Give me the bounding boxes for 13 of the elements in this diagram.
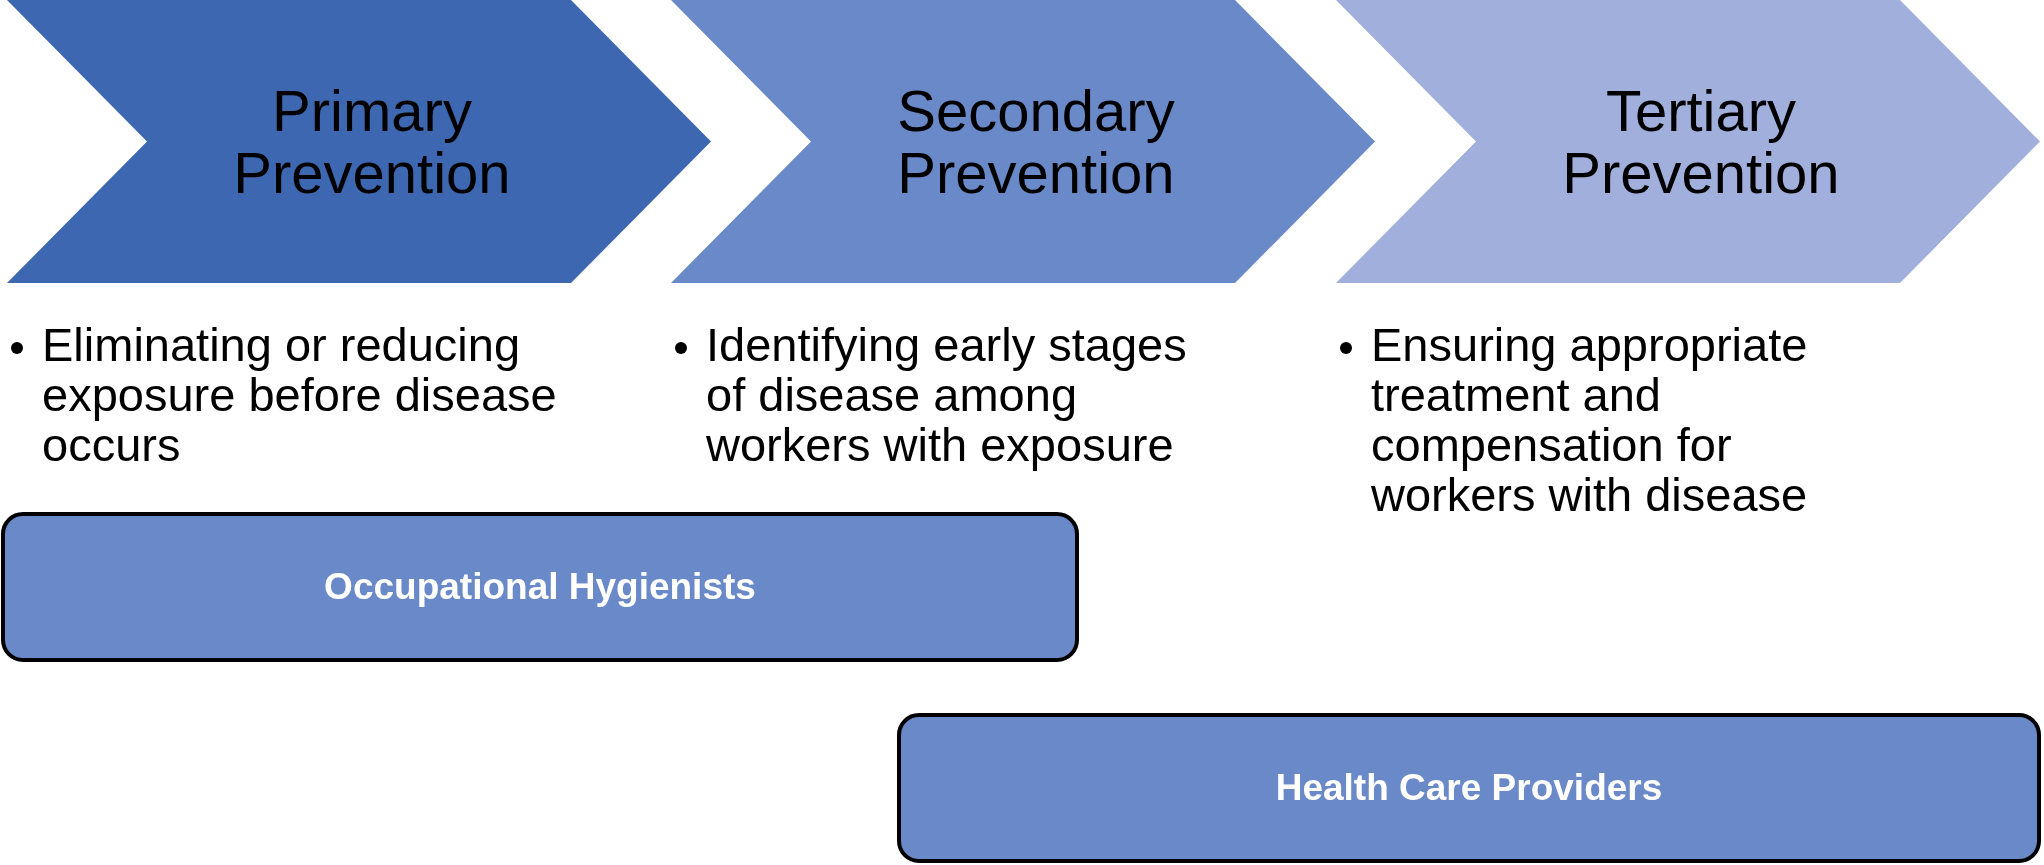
step-title: Tertiary Prevention [1561,80,1841,204]
role-bar [1,512,1079,662]
bullet-text: Ensuring appropriate treatment and compensation for workers with disease [1371,320,1809,520]
role-label: Health Care Providers [1275,767,1663,809]
chevron-step [7,0,711,283]
bullet-text: Eliminating or reducing exposure before disease occurs [42,320,558,470]
step-title: Primary Prevention [232,80,512,204]
step-title: Secondary Prevention [896,80,1176,204]
role-bar [897,713,2041,863]
bullet-text: Identifying early stages of disease among workers with exposure [706,320,1188,470]
role-label: Occupational Hygienists [324,566,756,608]
chevron-step [1336,0,2040,283]
chevron-step [671,0,1375,283]
